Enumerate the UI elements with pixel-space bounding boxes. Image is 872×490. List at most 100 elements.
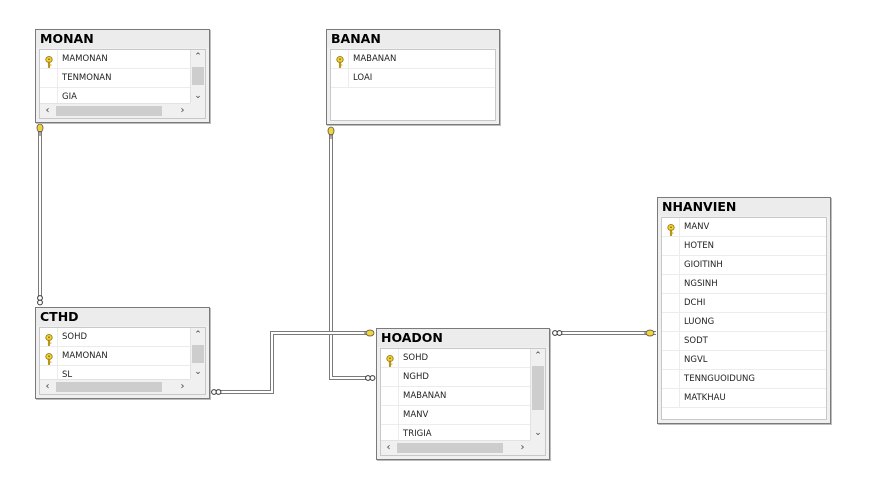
relationship-cthd-monan[interactable] — [36, 123, 44, 306]
scroll-thumb[interactable] — [56, 382, 162, 392]
column-name: LUONG — [684, 317, 715, 327]
scroll-thumb[interactable] — [532, 366, 544, 410]
primary-key-icon — [44, 350, 54, 365]
table-title[interactable]: HOADON — [377, 329, 549, 347]
table-title[interactable]: CTHD — [36, 308, 209, 326]
column-row[interactable]: MABANAN — [381, 387, 530, 406]
scroll-down-icon[interactable]: ⌄ — [194, 91, 202, 101]
scroll-down-icon[interactable]: ⌄ — [534, 428, 542, 438]
column-row[interactable]: MAMONAN — [40, 50, 190, 69]
column-name: MATKHAU — [684, 393, 726, 403]
row-selector — [662, 218, 680, 236]
column-row[interactable]: LUONG — [662, 313, 826, 332]
primary-key-icon — [335, 53, 345, 68]
horizontal-scrollbar[interactable]: ‹ › — [40, 379, 190, 394]
column-row[interactable]: SODT — [662, 332, 826, 351]
column-row[interactable]: LOAI — [331, 69, 495, 88]
scroll-up-icon[interactable]: ⌃ — [194, 330, 202, 340]
column-row[interactable]: SOHD — [40, 328, 190, 347]
column-row[interactable]: SOHD — [381, 349, 530, 368]
column-row[interactable]: GIOITINH — [662, 256, 826, 275]
scroll-left-icon[interactable]: ‹ — [45, 381, 50, 392]
column-name: GIOITINH — [684, 260, 723, 270]
horizontal-scrollbar[interactable]: ‹ › — [381, 440, 530, 455]
table-cthd[interactable]: CTHD SOHD MAMONAN SL ⌃ ⌄ ‹ › — [35, 307, 210, 399]
scroll-thumb[interactable] — [56, 106, 162, 116]
column-row[interactable]: MANV — [662, 218, 826, 237]
row-selector — [381, 368, 399, 386]
column-row[interactable]: TENNGUOIDUNG — [662, 370, 826, 389]
column-name: SOHD — [403, 353, 429, 363]
column-row[interactable]: MATKHAU — [662, 389, 826, 408]
scroll-right-icon[interactable]: › — [180, 381, 185, 392]
column-name: NGHD — [403, 372, 429, 382]
scroll-thumb[interactable] — [192, 345, 204, 363]
column-name: TENNGUOIDUNG — [684, 374, 755, 384]
table-banan[interactable]: BANAN MABANAN LOAI — [326, 29, 500, 125]
infinity-end-icon — [37, 295, 43, 306]
column-name: LOAI — [353, 73, 373, 83]
scroll-right-icon[interactable]: › — [180, 105, 185, 116]
table-title[interactable]: MONAN — [36, 30, 209, 48]
scroll-down-icon[interactable]: ⌄ — [194, 367, 202, 377]
row-selector — [40, 88, 58, 106]
column-row[interactable]: NGVL — [662, 351, 826, 370]
row-selector — [662, 256, 680, 274]
column-name: SL — [62, 370, 73, 380]
column-row[interactable]: DCHI — [662, 294, 826, 313]
row-selector — [381, 406, 399, 424]
primary-key-icon — [44, 331, 54, 346]
primary-key-icon — [666, 221, 676, 236]
row-selector — [40, 69, 58, 87]
vertical-scrollbar[interactable]: ⌃ ⌄ — [530, 349, 545, 440]
row-selector — [40, 366, 58, 384]
row-selector — [331, 50, 349, 68]
scroll-thumb[interactable] — [192, 67, 204, 85]
scroll-left-icon[interactable]: ‹ — [386, 442, 391, 453]
column-row[interactable]: NGSINH — [662, 275, 826, 294]
key-end-icon — [644, 329, 655, 337]
row-selector — [662, 351, 680, 369]
horizontal-scrollbar[interactable]: ‹ › — [40, 103, 190, 118]
column-row[interactable]: HOTEN — [662, 237, 826, 256]
column-row[interactable]: MABANAN — [331, 50, 495, 69]
table-title[interactable]: BANAN — [327, 30, 499, 48]
scroll-up-icon[interactable]: ⌃ — [194, 52, 202, 62]
scroll-right-icon[interactable]: › — [520, 442, 525, 453]
relationship-hoadon-banan[interactable] — [327, 126, 376, 381]
column-row[interactable]: MANV — [381, 406, 530, 425]
row-selector — [381, 349, 399, 367]
column-row[interactable]: MAMONAN — [40, 347, 190, 366]
column-row[interactable]: TENMONAN — [40, 69, 190, 88]
row-selector — [381, 425, 399, 443]
row-selector — [662, 275, 680, 293]
row-selector — [40, 347, 58, 365]
column-row[interactable]: NGHD — [381, 368, 530, 387]
infinity-end-icon — [211, 389, 222, 395]
column-name: SOHD — [62, 332, 88, 342]
infinity-end-icon — [365, 375, 376, 381]
vertical-scrollbar[interactable]: ⌃ ⌄ — [190, 328, 205, 379]
row-selector — [381, 387, 399, 405]
row-selector — [331, 69, 349, 87]
primary-key-icon — [44, 53, 54, 68]
table-title[interactable]: NHANVIEN — [658, 198, 830, 216]
column-name: MABANAN — [353, 54, 397, 64]
scroll-corner — [190, 379, 205, 394]
row-selector — [662, 294, 680, 312]
relationship-hoadon-nhanvien[interactable] — [552, 329, 656, 337]
vertical-scrollbar[interactable]: ⌃ ⌄ — [190, 50, 205, 103]
key-end-icon — [327, 126, 335, 139]
relationship-cthd-hoadon[interactable] — [211, 329, 375, 395]
column-list: MABANAN LOAI — [330, 49, 496, 121]
column-name: MABANAN — [403, 391, 447, 401]
scroll-left-icon[interactable]: ‹ — [45, 105, 50, 116]
scroll-up-icon[interactable]: ⌃ — [534, 351, 542, 361]
scroll-thumb[interactable] — [397, 443, 503, 453]
